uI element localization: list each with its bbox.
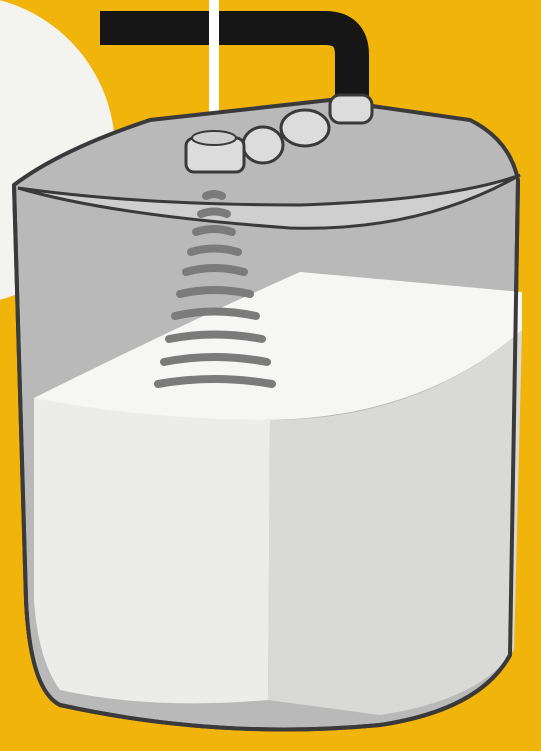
fitting-cap [281,110,329,146]
wave-arc [196,229,232,232]
liquid-front [34,398,270,703]
wave-arc [191,249,238,253]
sensor-top [192,131,236,145]
wave-arc [206,194,222,196]
wave-arc [180,290,250,294]
wave-arc [186,268,244,272]
fitting-cap [243,127,283,163]
ultrasonic-sensor-icon [186,131,244,172]
wave-arc [175,312,256,317]
wave-arc [169,335,262,340]
pipe-fitting [330,95,372,123]
wave-arc [201,212,227,215]
